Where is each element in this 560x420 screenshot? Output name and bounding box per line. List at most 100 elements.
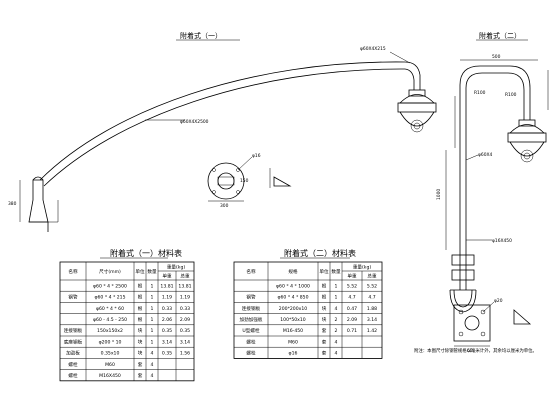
j-pole: R100 R100 φ60X4 1000 — [436, 65, 549, 290]
table-cell: 3.14 — [162, 339, 172, 345]
table-header-cell: 规格 — [288, 268, 298, 275]
table-cell: φ200 * 10 — [99, 339, 122, 345]
table-cell: 0.35 — [162, 328, 172, 334]
table-cell: 0.35x10 — [101, 351, 120, 357]
table-cell: 4 — [335, 339, 338, 345]
table-two-title: 附着式（二）材料表 — [284, 248, 356, 258]
u-bolt-clamp: φ16X450 — [449, 238, 512, 313]
table-cell: 13.81 — [178, 283, 191, 289]
table-cell: 0.35 — [162, 351, 172, 357]
table-header-cell: 单位 — [135, 268, 145, 275]
pole-height-label: 1000 — [436, 189, 442, 200]
table-cell: 4 — [151, 373, 154, 379]
table-cell: 1 — [151, 283, 154, 289]
scheme-two-title: 附着式（二） — [479, 31, 521, 40]
dome-camera-icon — [397, 89, 437, 133]
table-header-cell: 单重 — [347, 273, 357, 280]
table-cell: 5.52 — [367, 283, 377, 289]
table-cell: 块 — [322, 316, 327, 323]
table-cell: 连接钢板 — [64, 327, 83, 334]
table-cell: 2 — [335, 317, 338, 323]
curved-arm: φ60X4X2500 φ60X4X215 — [39, 46, 421, 187]
plate-dim-label: 60 — [467, 348, 473, 354]
table-cell: 1 — [151, 328, 154, 334]
scheme-two-drawing: 附着式（二） 500 R100 R100 φ60X4 1000 — [436, 31, 549, 354]
table-cell: 2 — [335, 328, 338, 334]
table-cell: 0.33 — [162, 306, 172, 312]
table-cell: 螺栓 — [68, 361, 78, 368]
table-cell: 连接钢板 — [242, 305, 261, 312]
table-cell: φ60 * 4 * 60 — [96, 306, 124, 312]
flange-width-label: 300 — [220, 203, 229, 209]
table-cell: 13.81 — [160, 283, 173, 289]
table-cell: M16X450 — [99, 373, 121, 379]
table-cell: 钢管 — [246, 294, 256, 301]
table-cell: 4 — [335, 351, 338, 357]
table-cell: 套 — [322, 327, 327, 334]
table-cell: U型螺栓 — [242, 327, 260, 334]
arm-width-label: 500 — [492, 54, 501, 60]
table-cell: 套 — [322, 338, 327, 345]
gusset-plate — [269, 168, 292, 188]
table-header-cell: 数量 — [331, 268, 341, 275]
table-cell: 2.06 — [162, 317, 172, 323]
table-cell: 1 — [151, 317, 154, 323]
table-cell: 4 — [151, 362, 154, 368]
table-cell: 2.09 — [180, 317, 190, 323]
table-cell: φ60 * 4 * 2500 — [93, 283, 127, 289]
table-cell: 1.19 — [180, 295, 190, 301]
base-plate: φ20 60 — [453, 298, 503, 354]
table-cell: 4 — [335, 306, 338, 312]
table-cell: 块 — [138, 327, 143, 334]
table-cell: 块 — [322, 305, 327, 312]
wall-base: 380 — [8, 176, 59, 232]
table-cell: 150x150x2 — [97, 328, 123, 334]
table-cell: 1.56 — [180, 351, 190, 357]
table-cell: 加劲板 — [66, 350, 80, 357]
table-header-cell: 名称 — [246, 268, 256, 275]
table-header-cell: 总重 — [367, 273, 377, 280]
material-table-one: 附着式（一）材料表 名称尺寸(mm)单位数量重量(kg)单重总重φ60 * 4 … — [59, 248, 195, 382]
table-cell: 根 — [322, 282, 327, 289]
table-one-title: 附着式（一）材料表 — [110, 248, 182, 258]
table-cell: 钢管 — [68, 294, 78, 301]
table-cell: 套 — [138, 361, 143, 368]
table-cell: 根 — [138, 282, 143, 289]
table-cell: 块 — [138, 350, 143, 357]
table-cell: 1.88 — [367, 306, 377, 312]
table-cell: M60 — [105, 362, 115, 368]
table-cell: φ60 - 4.5 - 250 — [93, 317, 127, 323]
arm-tube-label: φ60X4X2500 — [180, 119, 209, 125]
flange-plate: φ16 150 300 — [207, 153, 261, 209]
table-cell: 1 — [335, 283, 338, 289]
table-cell: 1.19 — [162, 295, 172, 301]
flange-inner-dim: 150 — [240, 178, 249, 184]
table-cell: 螺栓 — [246, 350, 256, 357]
base-height-label: 380 — [8, 201, 17, 207]
gusset-plate-two — [513, 309, 532, 325]
table-header-cell: 重量(kg) — [353, 264, 372, 271]
table-header-cell: 重量(kg) — [167, 264, 186, 271]
table-cell: 1 — [335, 295, 338, 301]
flange-bolt-label: φ16 — [252, 153, 261, 159]
table-cell: 螺栓 — [68, 372, 78, 379]
table-cell: 根 — [138, 316, 143, 323]
table-header-cell: 名称 — [68, 268, 78, 275]
table-cell: 1 — [151, 295, 154, 301]
table-cell: 0.33 — [180, 306, 190, 312]
dome-camera-icon — [507, 119, 547, 163]
table-header-cell: 数量 — [147, 268, 157, 275]
table-cell: 底座钢板 — [64, 338, 83, 345]
table-cell: 0.35 — [180, 328, 190, 334]
table-cell: 套 — [322, 350, 327, 357]
pole-tube-label: φ60X4 — [478, 152, 492, 158]
drawing-note: 附注：本图尺寸除钢管规格以毫米计外，其余均以厘米为单位。 — [414, 347, 537, 354]
table-cell: 3.14 — [180, 339, 190, 345]
table-cell: 1 — [151, 306, 154, 312]
table-cell: 套 — [138, 372, 143, 379]
table-cell: 根 — [138, 305, 143, 312]
radius-left-label: R100 — [474, 90, 486, 96]
table-cell: φ16 — [289, 351, 298, 357]
table-cell: 0.71 — [347, 328, 357, 334]
